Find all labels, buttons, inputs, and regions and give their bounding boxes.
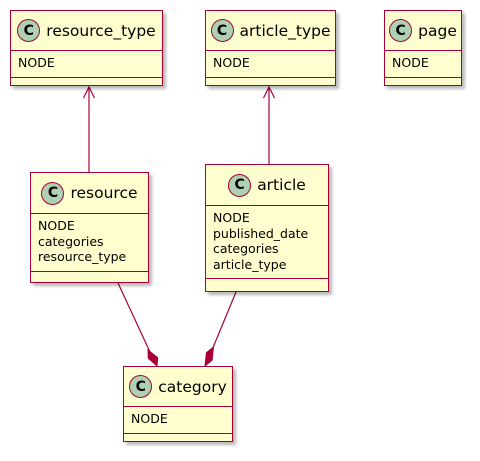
edge-article-to-category [204, 291, 237, 368]
class-name: page [418, 21, 457, 40]
class-fields: NODE categories resource_type [31, 214, 148, 272]
class-header: C resource [31, 173, 148, 214]
class-resource[interactable]: C resource NODE categories resource_type [30, 172, 149, 283]
class-fields: NODE [124, 407, 232, 434]
class-stereotype-icon: C [17, 19, 41, 42]
class-name: article_type [239, 21, 331, 40]
class-field: published_date [213, 225, 309, 241]
class-field: resource_type [38, 249, 127, 264]
class-article-type[interactable]: C article_type NODE [205, 10, 336, 86]
class-stereotype-icon: C [129, 375, 153, 398]
class-methods [206, 78, 335, 86]
class-name: category [158, 377, 227, 396]
class-field: article_type [213, 256, 287, 272]
class-article[interactable]: C article NODE published_date categories… [205, 164, 329, 292]
class-field: NODE [18, 55, 55, 70]
class-page[interactable]: C page NODE [384, 10, 462, 86]
open-arrowhead [82, 85, 96, 99]
class-field: NODE [392, 55, 429, 70]
class-field: categories [213, 241, 279, 256]
class-methods [31, 272, 148, 280]
class-stereotype-icon: C [210, 19, 234, 42]
class-name: resource_type [46, 21, 156, 40]
class-methods [124, 434, 232, 442]
class-name: article [257, 176, 306, 194]
class-field: NODE [131, 411, 168, 426]
class-category[interactable]: C category NODE [123, 366, 233, 442]
class-resource-type[interactable]: C resource_type NODE [10, 10, 163, 86]
class-stereotype-icon: C [41, 181, 65, 205]
class-fields: NODE published_date categories article_t… [206, 206, 328, 279]
class-fields: NODE [11, 51, 162, 78]
class-header: C page [385, 11, 461, 51]
edge-resource-to-category [117, 282, 159, 368]
class-field: NODE [38, 218, 75, 233]
class-field: NODE [213, 55, 250, 70]
class-fields: NODE [385, 51, 461, 78]
class-header: C resource_type [11, 11, 162, 51]
class-field: NODE [213, 210, 250, 225]
class-header: C category [124, 367, 232, 407]
edge-resource-to-resource-type [82, 85, 96, 172]
class-methods [11, 78, 162, 86]
class-header: C article [206, 165, 328, 206]
class-fields: NODE [206, 51, 335, 78]
class-methods [206, 279, 328, 287]
class-stereotype-icon: C [389, 19, 413, 42]
class-name: resource [70, 184, 138, 202]
class-header: C article_type [206, 11, 335, 51]
class-methods [385, 78, 461, 86]
class-stereotype-icon: C [228, 173, 252, 197]
composition-diamond [147, 348, 159, 368]
open-arrowhead [262, 85, 276, 99]
class-field: categories [38, 233, 104, 249]
edge-article-to-article-type [262, 85, 276, 164]
composition-diamond [204, 345, 215, 368]
